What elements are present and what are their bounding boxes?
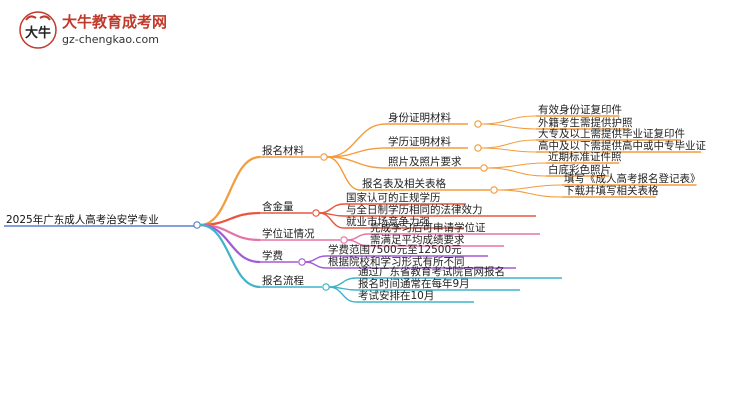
branch-0-child-1-leaf-1: 高中及以下需提供高中或中专毕业证 [538, 139, 706, 152]
node-handle[interactable] [322, 283, 330, 291]
node-handle[interactable] [340, 236, 348, 244]
connector-line [480, 123, 537, 130]
branch-4-node: 报名流程 [262, 274, 304, 287]
connector-line [480, 115, 537, 125]
branch-3-node: 学费 [262, 249, 283, 262]
root-node: 2025年广东成人高考治安学专业 [6, 213, 159, 226]
connector-line [304, 261, 327, 269]
branch-1-child-1-node: 与全日制学历相同的法律效力 [346, 203, 483, 216]
connector-line [318, 212, 345, 229]
branch-0-child-3-leaf-0: 填写《成人高考报名登记表》 [564, 172, 701, 185]
node-handle[interactable] [312, 209, 320, 217]
branch-2-child-0-node: 完成学习后可申请学位证 [370, 221, 486, 234]
branch-3-child-1-node: 根据院校和学习形式有所不同 [328, 255, 465, 268]
branch-0-child-3-leaf-1: 下载并填写相关表格 [564, 184, 659, 197]
node-handle[interactable] [474, 120, 482, 128]
branch-2-node: 学位证情况 [262, 227, 315, 240]
connector-line [496, 189, 563, 198]
branch-0-child-3-node: 报名表及相关表格 [362, 177, 446, 190]
connector-line [328, 277, 357, 288]
branch-0-node: 报名材料 [262, 144, 304, 157]
branch-4-child-2-node: 考试安排在10月 [358, 289, 434, 302]
connector-line [199, 223, 261, 289]
node-handle[interactable] [298, 258, 306, 266]
branch-0-child-1-leaf-0: 大专及以上需提供毕业证复印件 [538, 127, 685, 140]
node-handle[interactable] [193, 221, 201, 229]
connector-line [496, 184, 563, 191]
branch-0-child-2-node: 照片及照片要求 [388, 155, 462, 168]
connector-line [326, 156, 387, 169]
connector-line [199, 155, 261, 227]
branch-3-child-0-node: 学费范围7500元至12500元 [328, 243, 462, 256]
site-url: gz-chengkao.com [62, 33, 159, 46]
site-header: 大牛 大牛教育成考网 gz-chengkao.com [18, 10, 218, 54]
connector-line [346, 233, 369, 241]
connector-line [326, 156, 361, 191]
connector-line [480, 147, 537, 153]
branch-0-child-2-leaf-1: 白底彩色照片 [548, 163, 611, 176]
branch-1-child-2-node: 就业市场竞争力强 [346, 215, 430, 228]
svg-text:大牛: 大牛 [25, 25, 51, 41]
node-handle[interactable] [490, 186, 498, 194]
node-handle[interactable] [320, 153, 328, 161]
branch-4-child-1-node: 报名时间通常在每年9月 [358, 277, 470, 290]
branch-1-node: 含金量 [262, 200, 294, 213]
logo-icon: 大牛 [19, 11, 57, 49]
node-handle[interactable] [480, 164, 488, 172]
connector-line [346, 239, 369, 247]
connector-line [304, 255, 327, 263]
branch-0-child-0-node: 身份证明材料 [388, 111, 451, 124]
branch-0-child-1-node: 学历证明材料 [388, 135, 451, 148]
node-handle[interactable] [474, 144, 482, 152]
connector-line [486, 167, 547, 177]
connector-line [318, 203, 345, 214]
connector-line [486, 162, 547, 169]
connector-line [328, 286, 357, 303]
branch-0-child-0-leaf-0: 有效身份证复印件 [538, 103, 622, 116]
branch-0-child-0-leaf-1: 外籍考生需提供护照 [538, 116, 633, 129]
branch-0-child-2-leaf-0: 近期标准证件照 [548, 150, 622, 163]
branch-4-child-0-node: 通过广东省教育考试院官网报名 [358, 265, 505, 278]
connector-line [480, 139, 537, 149]
branch-1-child-0-node: 国家认可的正规学历 [346, 191, 441, 204]
site-name: 大牛教育成考网 [62, 13, 168, 31]
branch-2-child-1-node: 需满足平均成绩要求 [370, 233, 465, 246]
